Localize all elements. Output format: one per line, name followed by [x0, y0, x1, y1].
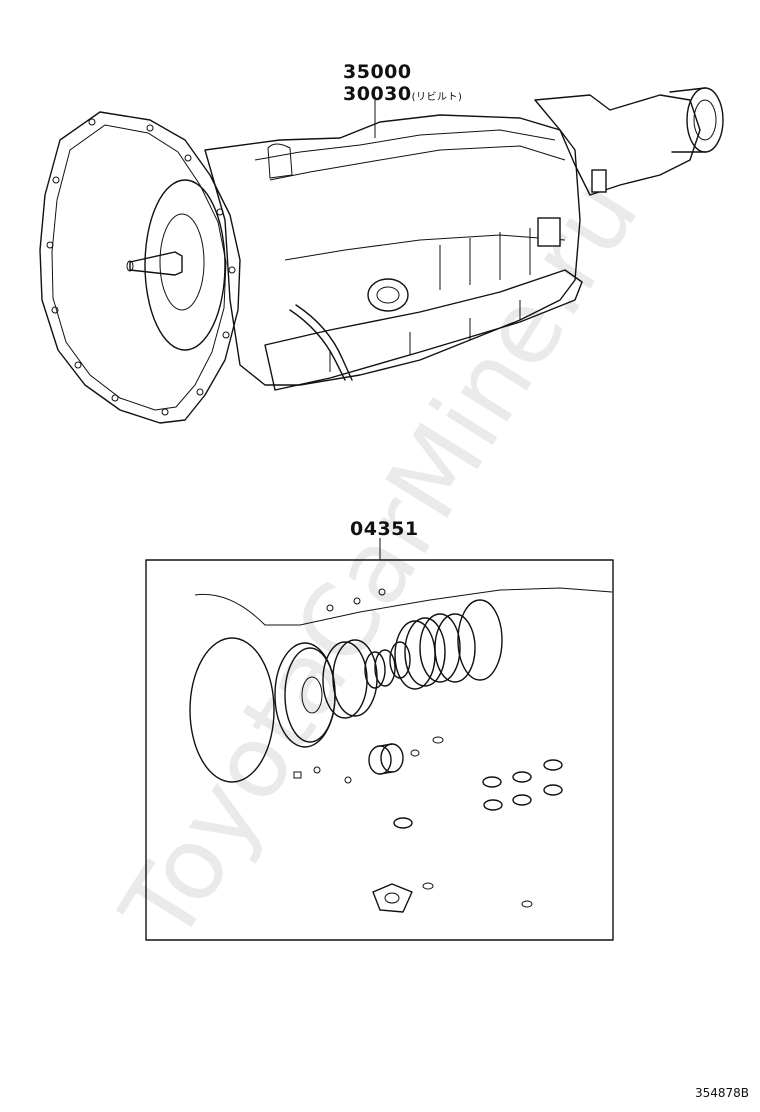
- sensor-connector: [537, 217, 561, 247]
- speed-sensor: [591, 169, 607, 193]
- oil-cooler-pipe: [289, 309, 346, 381]
- overhaul-kit: [145, 538, 614, 941]
- o-rings: [293, 588, 563, 908]
- dipstick-ring: [367, 278, 409, 312]
- torque-converter: [144, 179, 226, 351]
- bell-housing: [39, 111, 241, 424]
- output-flange: [686, 87, 724, 153]
- figure-number: 354878B: [695, 1086, 750, 1100]
- extension-housing: [534, 94, 701, 196]
- part-number-30030-value: 30030: [343, 83, 412, 105]
- part-number-30030: 30030(リビルト): [343, 83, 462, 105]
- clutch-disks: [189, 599, 503, 783]
- input-shaft: [129, 251, 183, 276]
- bushing: [368, 743, 404, 775]
- part-number-04351: 04351: [350, 518, 419, 540]
- transmission-assembly: [39, 87, 724, 424]
- kit-frame: [145, 559, 614, 941]
- bell-housing-bolts: [46, 118, 236, 416]
- oil-pan: [264, 269, 583, 391]
- rebuilt-note: (リビルト): [411, 92, 463, 103]
- main-case: [204, 114, 581, 386]
- plate-gasket: [372, 883, 413, 913]
- part-number-35000: 35000: [343, 61, 412, 83]
